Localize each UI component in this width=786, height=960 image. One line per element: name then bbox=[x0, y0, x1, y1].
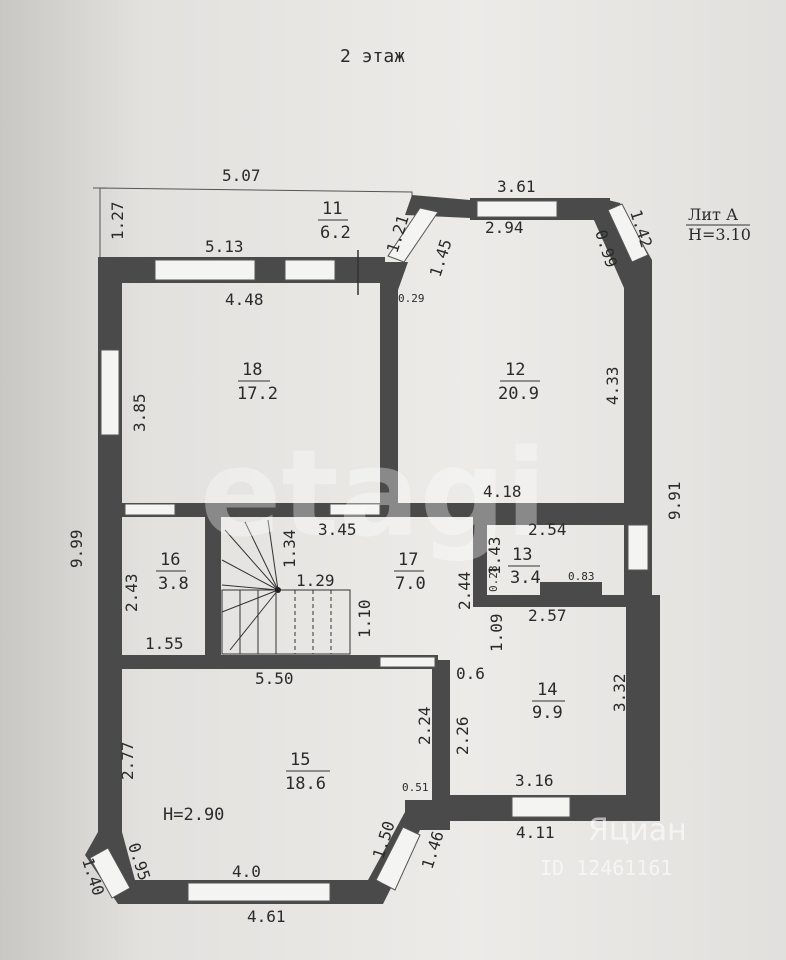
dim-3-32: 3.32 bbox=[610, 673, 629, 712]
room-16-area: 3.8 bbox=[158, 574, 189, 594]
dim-1-27: 1.27 bbox=[108, 201, 127, 240]
room-17-number: 17 bbox=[398, 550, 418, 570]
dim-1-46: 1.46 bbox=[418, 829, 448, 872]
room-13-number: 13 bbox=[512, 545, 532, 565]
dim-0-6: 0.6 bbox=[456, 664, 485, 683]
room-18-number: 18 bbox=[242, 360, 262, 380]
room-15-area: 18.6 bbox=[285, 774, 326, 794]
dim-1-34: 1.34 bbox=[280, 529, 299, 568]
room-16-number: 16 bbox=[160, 550, 180, 570]
dim-2-54: 2.54 bbox=[528, 520, 567, 539]
lit-label: Лит А bbox=[688, 205, 738, 224]
dim-4-61: 4.61 bbox=[247, 907, 286, 926]
dim-3-61: 3.61 bbox=[497, 177, 536, 196]
height-note: H=2.90 bbox=[163, 805, 224, 825]
dim-2-26: 2.26 bbox=[453, 716, 472, 755]
dim-2-57: 2.57 bbox=[528, 606, 567, 625]
room-12-number: 12 bbox=[505, 360, 525, 380]
dim-2-24: 2.24 bbox=[415, 706, 434, 745]
dimensions: 5.07 5.13 3.61 2.94 4.48 0.29 4.18 3.45 … bbox=[67, 166, 684, 926]
dim-2-43: 2.43 bbox=[122, 573, 141, 612]
room-12-area: 20.9 bbox=[498, 384, 539, 404]
dim-4-0: 4.0 bbox=[232, 862, 261, 881]
room-14-number: 14 bbox=[537, 680, 557, 700]
room-13-area: 3.4 bbox=[510, 568, 541, 588]
room-15-number: 15 bbox=[290, 750, 310, 770]
dim-1-55: 1.55 bbox=[145, 634, 184, 653]
dim-3-16: 3.16 bbox=[515, 771, 554, 790]
dim-9-99: 9.99 bbox=[67, 529, 86, 568]
windows bbox=[89, 200, 649, 902]
dim-1-29: 1.29 bbox=[296, 571, 335, 590]
dim-4-48: 4.48 bbox=[225, 290, 264, 309]
room-labels: 11 6.2 12 20.9 13 3.4 14 9.9 15 18.6 16 … bbox=[156, 199, 565, 794]
watermark-cian: Яциан bbox=[588, 813, 687, 848]
room-17-area: 7.0 bbox=[395, 574, 426, 594]
dim-4-11: 4.11 bbox=[516, 823, 555, 842]
dim-5-50: 5.50 bbox=[255, 669, 294, 688]
dim-0-51: 0.51 bbox=[402, 781, 429, 794]
dim-1-43: 1.43 bbox=[485, 536, 504, 575]
lit-height: H=3.10 bbox=[688, 225, 751, 244]
dim-1-09: 1.09 bbox=[487, 613, 506, 652]
dim-0-28: 0.28 bbox=[487, 566, 500, 593]
dim-0-83: 0.83 bbox=[568, 570, 595, 583]
stairs bbox=[221, 519, 351, 655]
dim-1-10: 1.10 bbox=[355, 599, 374, 638]
dim-5-07: 5.07 bbox=[222, 166, 261, 185]
dim-3-85: 3.85 bbox=[130, 393, 149, 432]
room-18-area: 17.2 bbox=[237, 384, 278, 404]
balcony-outline bbox=[99, 187, 413, 257]
watermark-etagi: etagi bbox=[200, 425, 547, 564]
dim-4-18: 4.18 bbox=[483, 482, 522, 501]
dim-9-91: 9.91 bbox=[665, 481, 684, 520]
room-11-number: 11 bbox=[322, 199, 342, 219]
room-11-area: 6.2 bbox=[320, 223, 351, 243]
dim-2-94: 2.94 bbox=[485, 218, 524, 237]
dim-2-44: 2.44 bbox=[455, 571, 474, 610]
dim-0-29: 0.29 bbox=[398, 292, 425, 305]
dim-5-13: 5.13 bbox=[205, 237, 244, 256]
watermark-cian-id: ID 12461161 bbox=[540, 856, 672, 880]
dim-3-45: 3.45 bbox=[318, 520, 357, 539]
floor-title: 2 этаж bbox=[340, 46, 405, 67]
stairs-center bbox=[275, 587, 281, 593]
dim-2-77: 2.77 bbox=[118, 741, 137, 780]
dim-4-33: 4.33 bbox=[603, 366, 622, 405]
room-14-area: 9.9 bbox=[532, 703, 563, 723]
dim-1-45: 1.45 bbox=[426, 237, 456, 280]
